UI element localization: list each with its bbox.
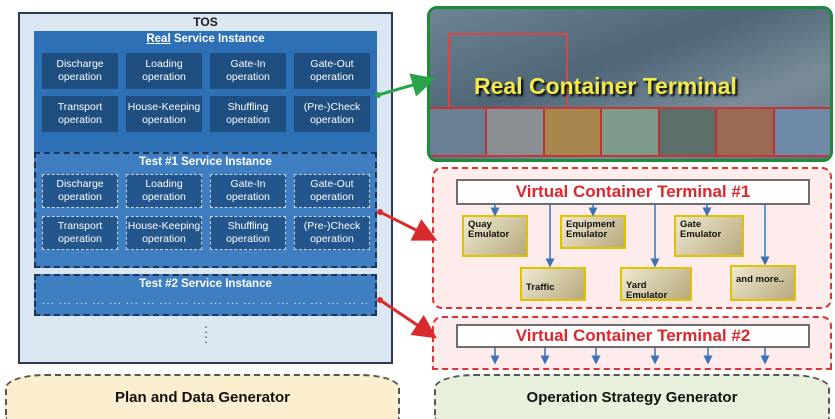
terminal-photo-strip: [430, 107, 830, 157]
op-precheck: (Pre-)Check operation: [294, 96, 370, 132]
op-gate-in: Gate-In operation: [210, 174, 286, 208]
equipment-emulator: Equipment Emulator: [560, 215, 626, 249]
vct2-connectors: [490, 348, 770, 365]
photo-equipment: [659, 109, 718, 155]
op-house-keeping: House-Keeping operation: [126, 96, 202, 132]
op-discharge: Discharge operation: [42, 174, 118, 208]
gate-emulator: Gate Emulator: [674, 215, 744, 257]
photo-office: [774, 109, 830, 155]
yard-emulator: Yard Emulator: [620, 267, 692, 301]
more-emulators: and more..: [730, 265, 796, 301]
arrow-real-link: [377, 73, 436, 97]
op-transport: Transport operation: [42, 216, 118, 250]
test1-service-instance-title: Test #1 Service Instance: [139, 156, 272, 168]
virtual-terminal-2-title: Virtual Container Terminal #2: [456, 324, 810, 348]
arrow-test2-origin: [377, 297, 383, 303]
op-loading: Loading operation: [126, 174, 202, 208]
real-service-instance: Real Service Instance Discharge operatio…: [34, 31, 377, 153]
op-loading: Loading operation: [126, 53, 202, 89]
real-service-instance-title: Real Service Instance: [146, 33, 265, 45]
photo-quay-crane: [430, 109, 488, 155]
arrow-real-origin: [375, 92, 381, 98]
vct1-connectors: [490, 203, 770, 268]
arrow-test1-origin: [377, 209, 383, 215]
test2-service-instance-title: Test #2 Service Instance: [139, 278, 272, 290]
real-container-terminal-label: Real Container Terminal: [474, 73, 737, 99]
arrow-test2-link: [379, 298, 437, 339]
plan-and-data-generator: Plan and Data Generator: [5, 374, 400, 419]
op-shuffling: Shuffling operation: [210, 216, 286, 250]
test2-placeholder-dots: ··· ··· ··· ··· ··· ··· ··· ··· ··· ··· …: [42, 298, 369, 309]
op-house-keeping: House-Keeping operation: [126, 216, 202, 250]
photo-truck: [487, 109, 545, 155]
test2-service-instance: Test #2 Service Instance ··· ··· ··· ···…: [34, 274, 377, 316]
photo-yard-crane: [544, 109, 603, 155]
photo-gate: [602, 109, 660, 155]
tos-title: TOS: [193, 15, 218, 29]
operation-strategy-generator: Operation Strategy Generator: [434, 374, 830, 419]
op-gate-out: Gate-Out operation: [294, 53, 370, 89]
tos-panel: TOS Real Service Instance Discharge oper…: [18, 12, 393, 364]
op-transport: Transport operation: [42, 96, 118, 132]
photo-containers: [717, 109, 775, 155]
op-gate-out: Gate-Out operation: [294, 174, 370, 208]
op-shuffling: Shuffling operation: [210, 96, 286, 132]
virtual-terminal-1-title: Virtual Container Terminal #1: [456, 179, 810, 205]
arrow-test1-link: [379, 210, 438, 241]
vertical-ellipsis: : :: [204, 322, 208, 346]
traffic-emulator: Traffic: [520, 267, 586, 301]
op-gate-in: Gate-In operation: [210, 53, 286, 89]
op-discharge: Discharge operation: [42, 53, 118, 89]
op-precheck: (Pre-)Check operation: [294, 216, 370, 250]
real-container-terminal: Real Container Terminal: [427, 6, 833, 162]
test1-service-instance: Test #1 Service Instance Discharge opera…: [34, 152, 377, 268]
